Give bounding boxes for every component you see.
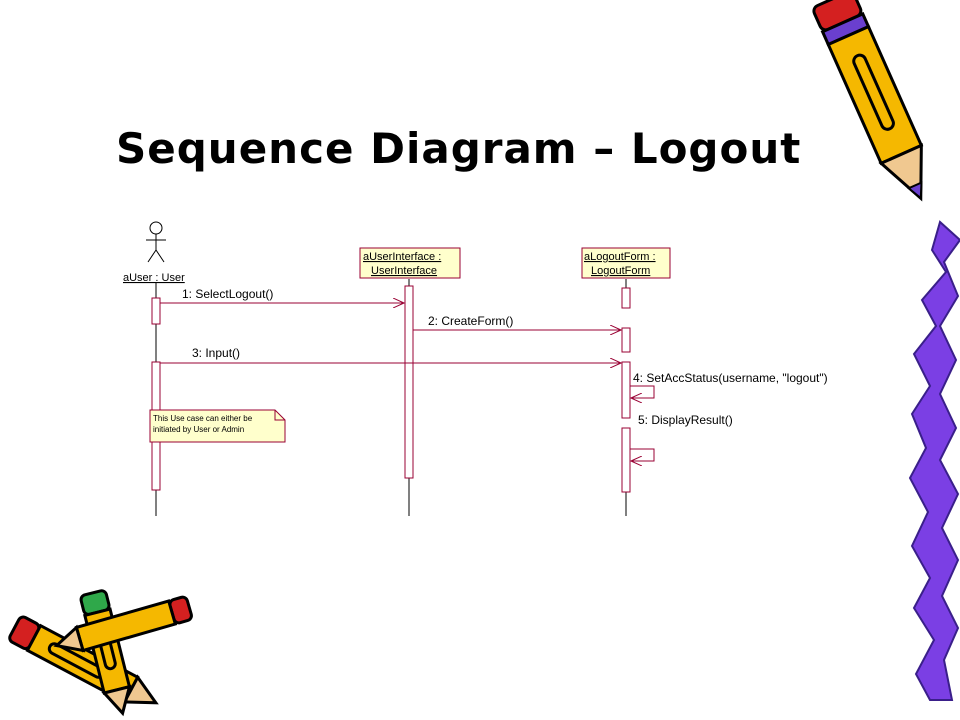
lifelines	[155, 279, 627, 516]
note-line1: This Use case can either be	[153, 414, 253, 423]
message-4-label: 4: SetAccStatus(username, "logout")	[633, 371, 828, 385]
slide-title: Sequence Diagram – Logout	[116, 124, 802, 173]
activations	[151, 285, 631, 493]
message-3-label: 3: Input()	[192, 346, 240, 360]
vine-decoration-icon	[908, 220, 960, 701]
activation-form-3	[621, 361, 631, 419]
object-box-userinterface: aUserInterface : UserInterface	[359, 247, 461, 279]
message-5-arrow	[630, 448, 655, 461]
activation-user-1	[151, 297, 161, 325]
object-box-logoutform: aLogoutForm : LogoutForm	[581, 247, 671, 279]
activation-form-2	[621, 327, 631, 353]
pencils-clipart-bottom-left-icon	[8, 589, 193, 717]
object-logoutform-line2: LogoutForm	[591, 265, 650, 277]
message-1-label: 1: SelectLogout()	[182, 287, 273, 301]
note: This Use case can either be initiated by…	[149, 409, 286, 443]
message-2-label: 2: CreateForm()	[428, 314, 513, 328]
object-userinterface-line2: UserInterface	[371, 265, 437, 277]
object-userinterface-line1: aUserInterface :	[363, 251, 441, 263]
activation-form-1	[621, 287, 631, 309]
message-5-label: 5: DisplayResult()	[638, 413, 733, 427]
object-logoutform-line1: aLogoutForm :	[584, 251, 656, 263]
activation-ui	[404, 285, 414, 479]
actor-stick-figure-icon	[146, 221, 166, 263]
message-4-arrow	[630, 385, 655, 398]
note-line2: initiated by User or Admin	[153, 425, 244, 434]
activation-form-4	[621, 427, 631, 493]
message-arrows	[160, 303, 655, 461]
actor-label: aUser : User	[123, 272, 185, 284]
pencil-clipart-top-right-icon	[812, 0, 924, 202]
